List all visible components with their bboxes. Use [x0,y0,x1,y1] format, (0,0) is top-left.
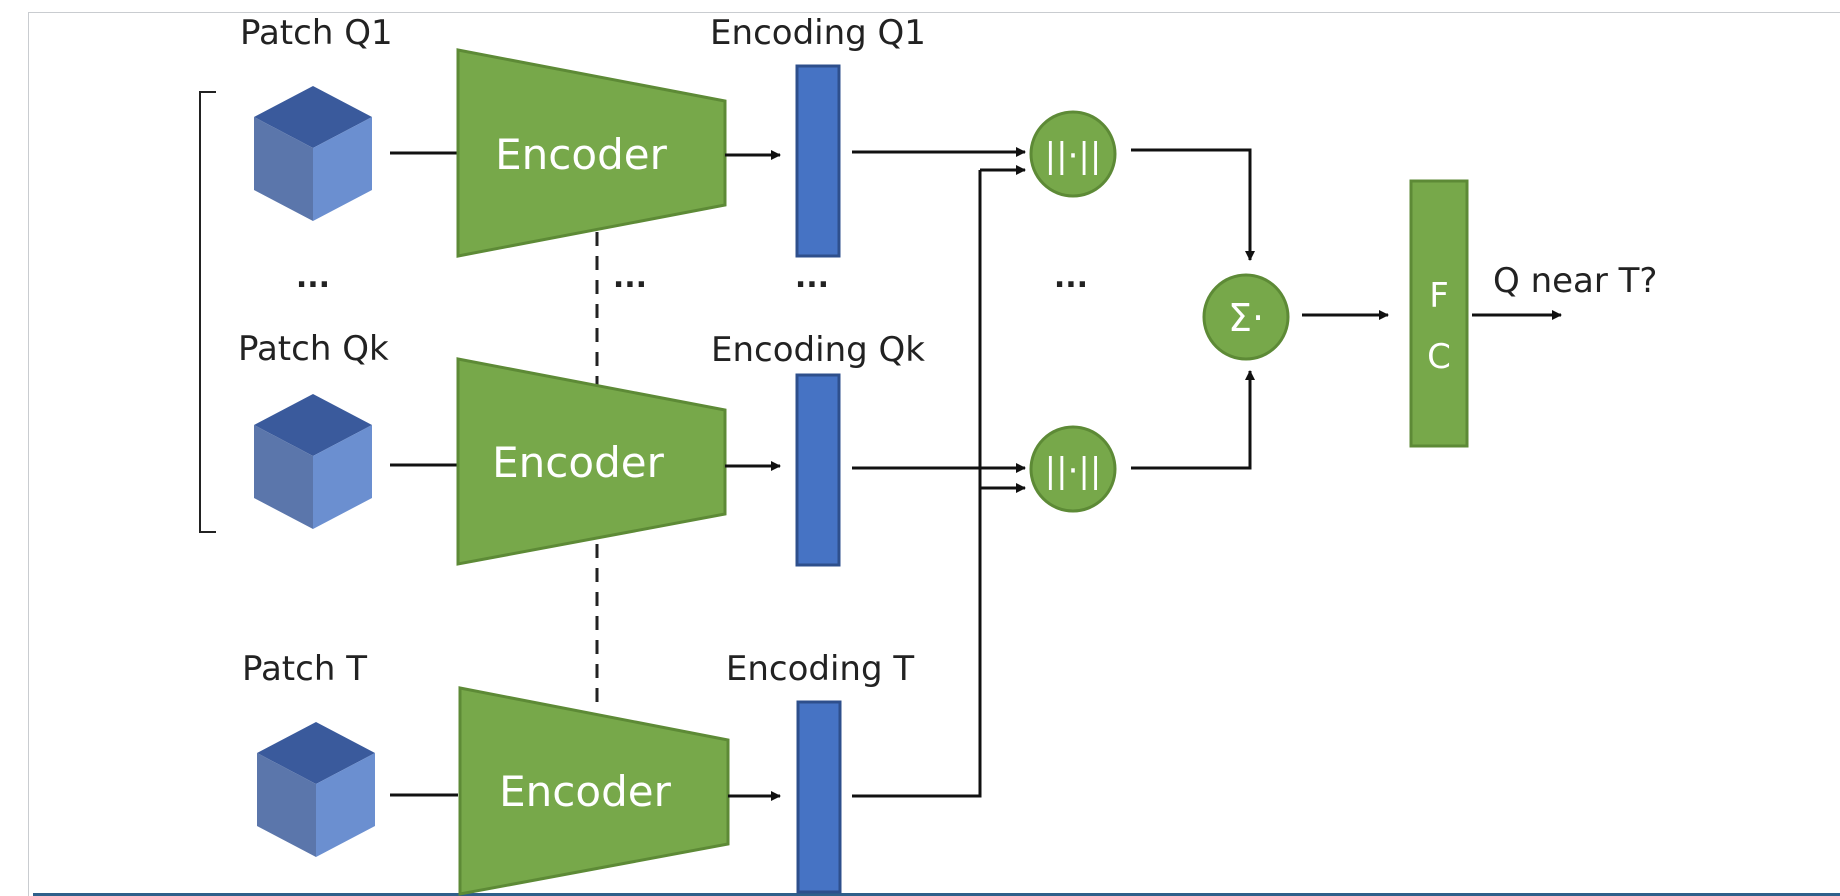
fc-layer-block [1409,179,1469,448]
sum-operator-icon: Σ· [1228,296,1264,340]
sum-operator-node [1202,273,1290,361]
patch-cube-icon [254,86,372,221]
encoder-label: Encoder [495,130,667,179]
encoding-vector [795,64,841,258]
arrow [1131,370,1255,470]
patch-q1-label: Patch Q1 [240,13,393,53]
ellipsis: ... [795,260,829,295]
encoder-label: Encoder [492,438,664,487]
encoding-vector [796,700,842,894]
norm-operator-node [1029,425,1117,513]
ellipsis: ... [613,260,647,295]
norm-operator-icon: ||·|| [1045,451,1102,491]
accent-bottom-bar [33,893,1840,896]
output-label: Q near T? [1493,261,1657,301]
frame-left-border [28,12,29,896]
encoder-block [458,686,730,896]
encoder-label: Encoder [499,767,671,816]
encoding-vector [795,373,841,567]
norm-operator-node [1029,110,1117,198]
patch-cube-icon [254,394,372,529]
patch-qk-label: Patch Qk [238,329,389,369]
norm-operator-icon: ||·|| [1045,136,1102,176]
ellipsis: ... [1054,260,1088,295]
encoder-block [456,357,727,566]
fc-label-c: C [1427,337,1451,377]
fc-label-f: F [1429,276,1449,316]
patch-cube-icon [257,722,375,857]
ellipsis: ... [296,260,330,295]
arrow [1131,148,1255,261]
encoding-q1-label: Encoding Q1 [710,13,926,53]
encoding-qk-label: Encoding Qk [711,330,925,370]
encoding-t-connector [852,170,982,798]
encoder-block [456,48,727,258]
query-group-bracket [199,91,216,533]
encoding-t-label: Encoding T [726,649,914,689]
patch-t-label: Patch T [242,649,367,689]
frame-top-border [28,12,1840,13]
